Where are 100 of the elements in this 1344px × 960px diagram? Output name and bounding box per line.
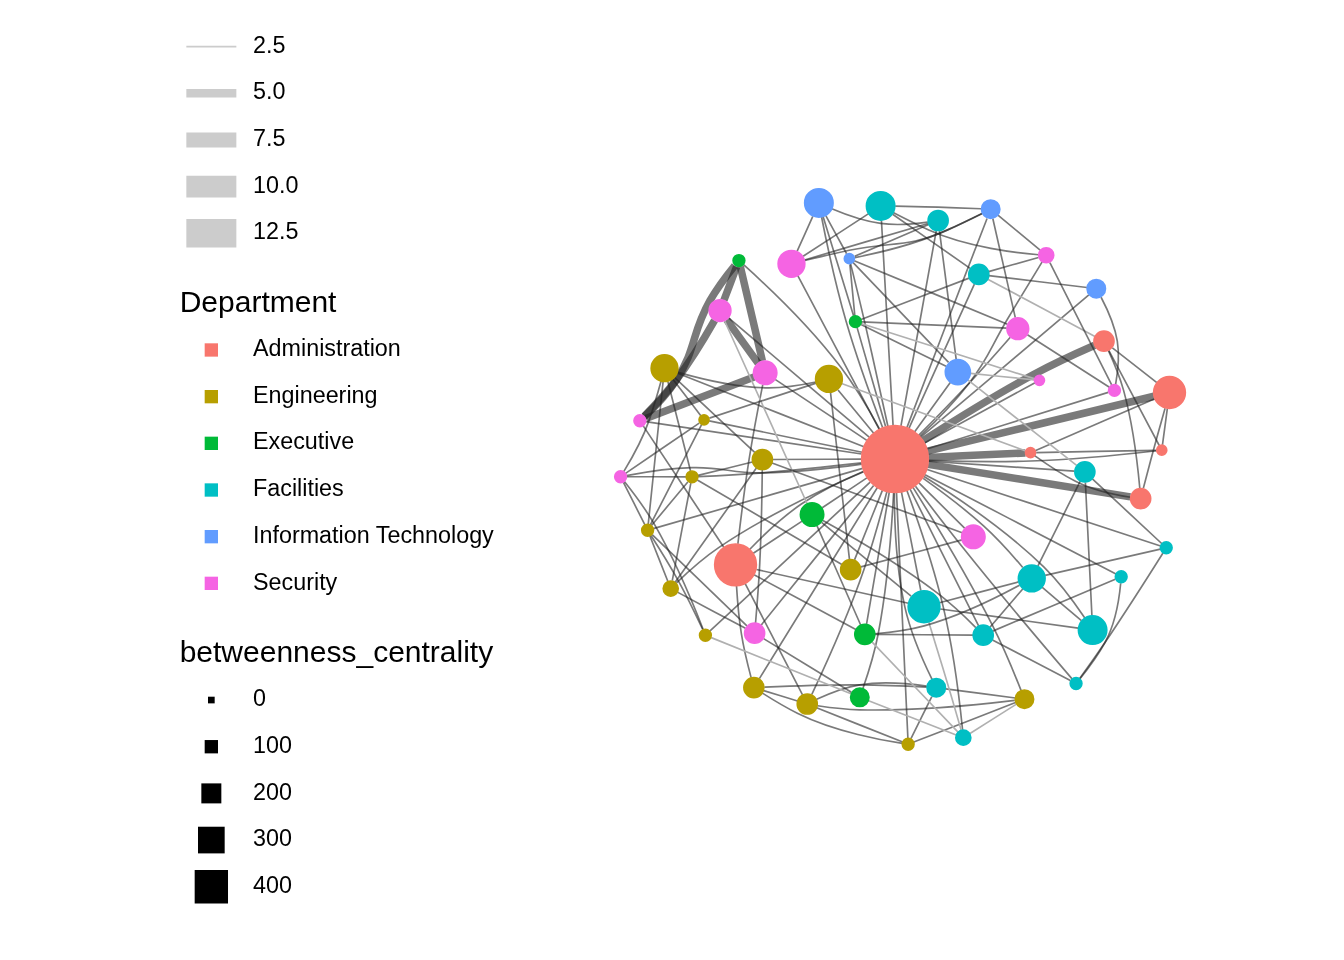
- connector: [991, 578, 1116, 632]
- connector: [1107, 349, 1160, 447]
- node-circle: [1033, 374, 1045, 387]
- legend-label: 12.5: [252, 218, 298, 245]
- legend-label: Security: [252, 568, 337, 595]
- legend-label: 10.0: [252, 171, 298, 198]
- node-circle: [1005, 316, 1029, 341]
- node-circle: [613, 470, 627, 484]
- node-circle: [853, 623, 876, 646]
- connector: [622, 380, 662, 473]
- connector: [867, 699, 957, 736]
- node-circle: [944, 358, 971, 386]
- node-circle: [697, 414, 710, 426]
- node-circle: [632, 414, 646, 428]
- connector: [759, 484, 874, 627]
- node-circle: [814, 364, 843, 394]
- connector: [927, 621, 962, 731]
- legend-label: 0: [252, 685, 266, 712]
- connector: [905, 217, 988, 429]
- node-circle: [1129, 487, 1151, 510]
- node-circle: [906, 590, 941, 624]
- connector: [921, 477, 1024, 569]
- node-circle: [1092, 330, 1115, 353]
- node-circle: [649, 354, 679, 383]
- node-circle: [848, 315, 862, 329]
- connector: [695, 479, 843, 566]
- node-circle: [707, 298, 732, 323]
- node-circle: [860, 424, 929, 494]
- node-circle: [971, 624, 994, 646]
- label: Department: [179, 285, 336, 319]
- connector: [966, 379, 1077, 467]
- node-circle: [1037, 246, 1055, 264]
- node-circle: [640, 523, 654, 537]
- connector: [870, 641, 959, 733]
- node-circle: [776, 249, 806, 278]
- legend-label: 200: [252, 778, 292, 805]
- node-circle: [698, 628, 712, 642]
- node-circle: [1077, 615, 1108, 646]
- connector: [968, 703, 1017, 735]
- legend-label: Administration: [252, 335, 401, 362]
- connector: [644, 373, 755, 422]
- node-circle: [1085, 278, 1106, 299]
- legend-label: 2.5: [252, 31, 285, 58]
- connector: [673, 467, 757, 584]
- node-circle: [865, 190, 896, 221]
- connector: [917, 336, 1011, 437]
- connector: [675, 471, 864, 584]
- legend-label: 400: [252, 871, 292, 898]
- node-circle: [1013, 689, 1034, 710]
- connector: [821, 519, 977, 629]
- node-circle: [743, 622, 765, 645]
- node-circle: [751, 448, 773, 471]
- node-circle: [926, 209, 949, 232]
- node-circle: [803, 187, 834, 218]
- connector: [796, 274, 880, 431]
- node-circle: [1024, 446, 1036, 459]
- legend-label: Facilities: [252, 475, 344, 502]
- connector: [1026, 333, 1110, 389]
- node-circle: [752, 360, 778, 386]
- connector: [905, 489, 963, 731]
- connector: [1048, 261, 1113, 386]
- node-circle: [1152, 375, 1186, 410]
- connector: [743, 582, 803, 696]
- legend-label: 100: [252, 731, 292, 758]
- legend-label: Information Technology: [252, 521, 494, 548]
- connector: [642, 425, 725, 548]
- connector: [969, 372, 1035, 381]
- node-circle: [980, 199, 1001, 220]
- node-circle: [839, 558, 861, 581]
- node-circle: [1155, 444, 1168, 457]
- legend-label: Executive: [252, 428, 354, 455]
- node-circle: [843, 252, 855, 265]
- node-circle: [954, 729, 972, 746]
- node-circle: [849, 687, 870, 708]
- connector: [852, 259, 1008, 326]
- legend-label: 7.5: [252, 125, 285, 152]
- connector: [748, 470, 865, 551]
- node-circle: [742, 676, 765, 699]
- connector: [986, 278, 1096, 338]
- connector: [922, 475, 1086, 619]
- node-circle: [1068, 676, 1083, 691]
- connector: [918, 261, 1043, 438]
- node-circle: [684, 470, 699, 484]
- connector: [925, 468, 1161, 547]
- node-circle: [713, 543, 757, 587]
- node-circle: [1159, 541, 1173, 555]
- node-circle: [1107, 383, 1121, 398]
- connector: [919, 294, 1090, 439]
- node-circle: [901, 737, 915, 751]
- connector: [1033, 454, 1131, 499]
- node-circle: [1017, 564, 1046, 593]
- node-circle: [795, 693, 818, 715]
- node-circle: [960, 524, 986, 550]
- node-circle: [925, 677, 946, 698]
- connector: [820, 521, 912, 597]
- legend-label: 300: [252, 825, 292, 852]
- node-circle: [1073, 461, 1096, 483]
- connector: [1107, 349, 1141, 490]
- connector: [758, 486, 878, 680]
- legend-label: 5.0: [252, 78, 285, 105]
